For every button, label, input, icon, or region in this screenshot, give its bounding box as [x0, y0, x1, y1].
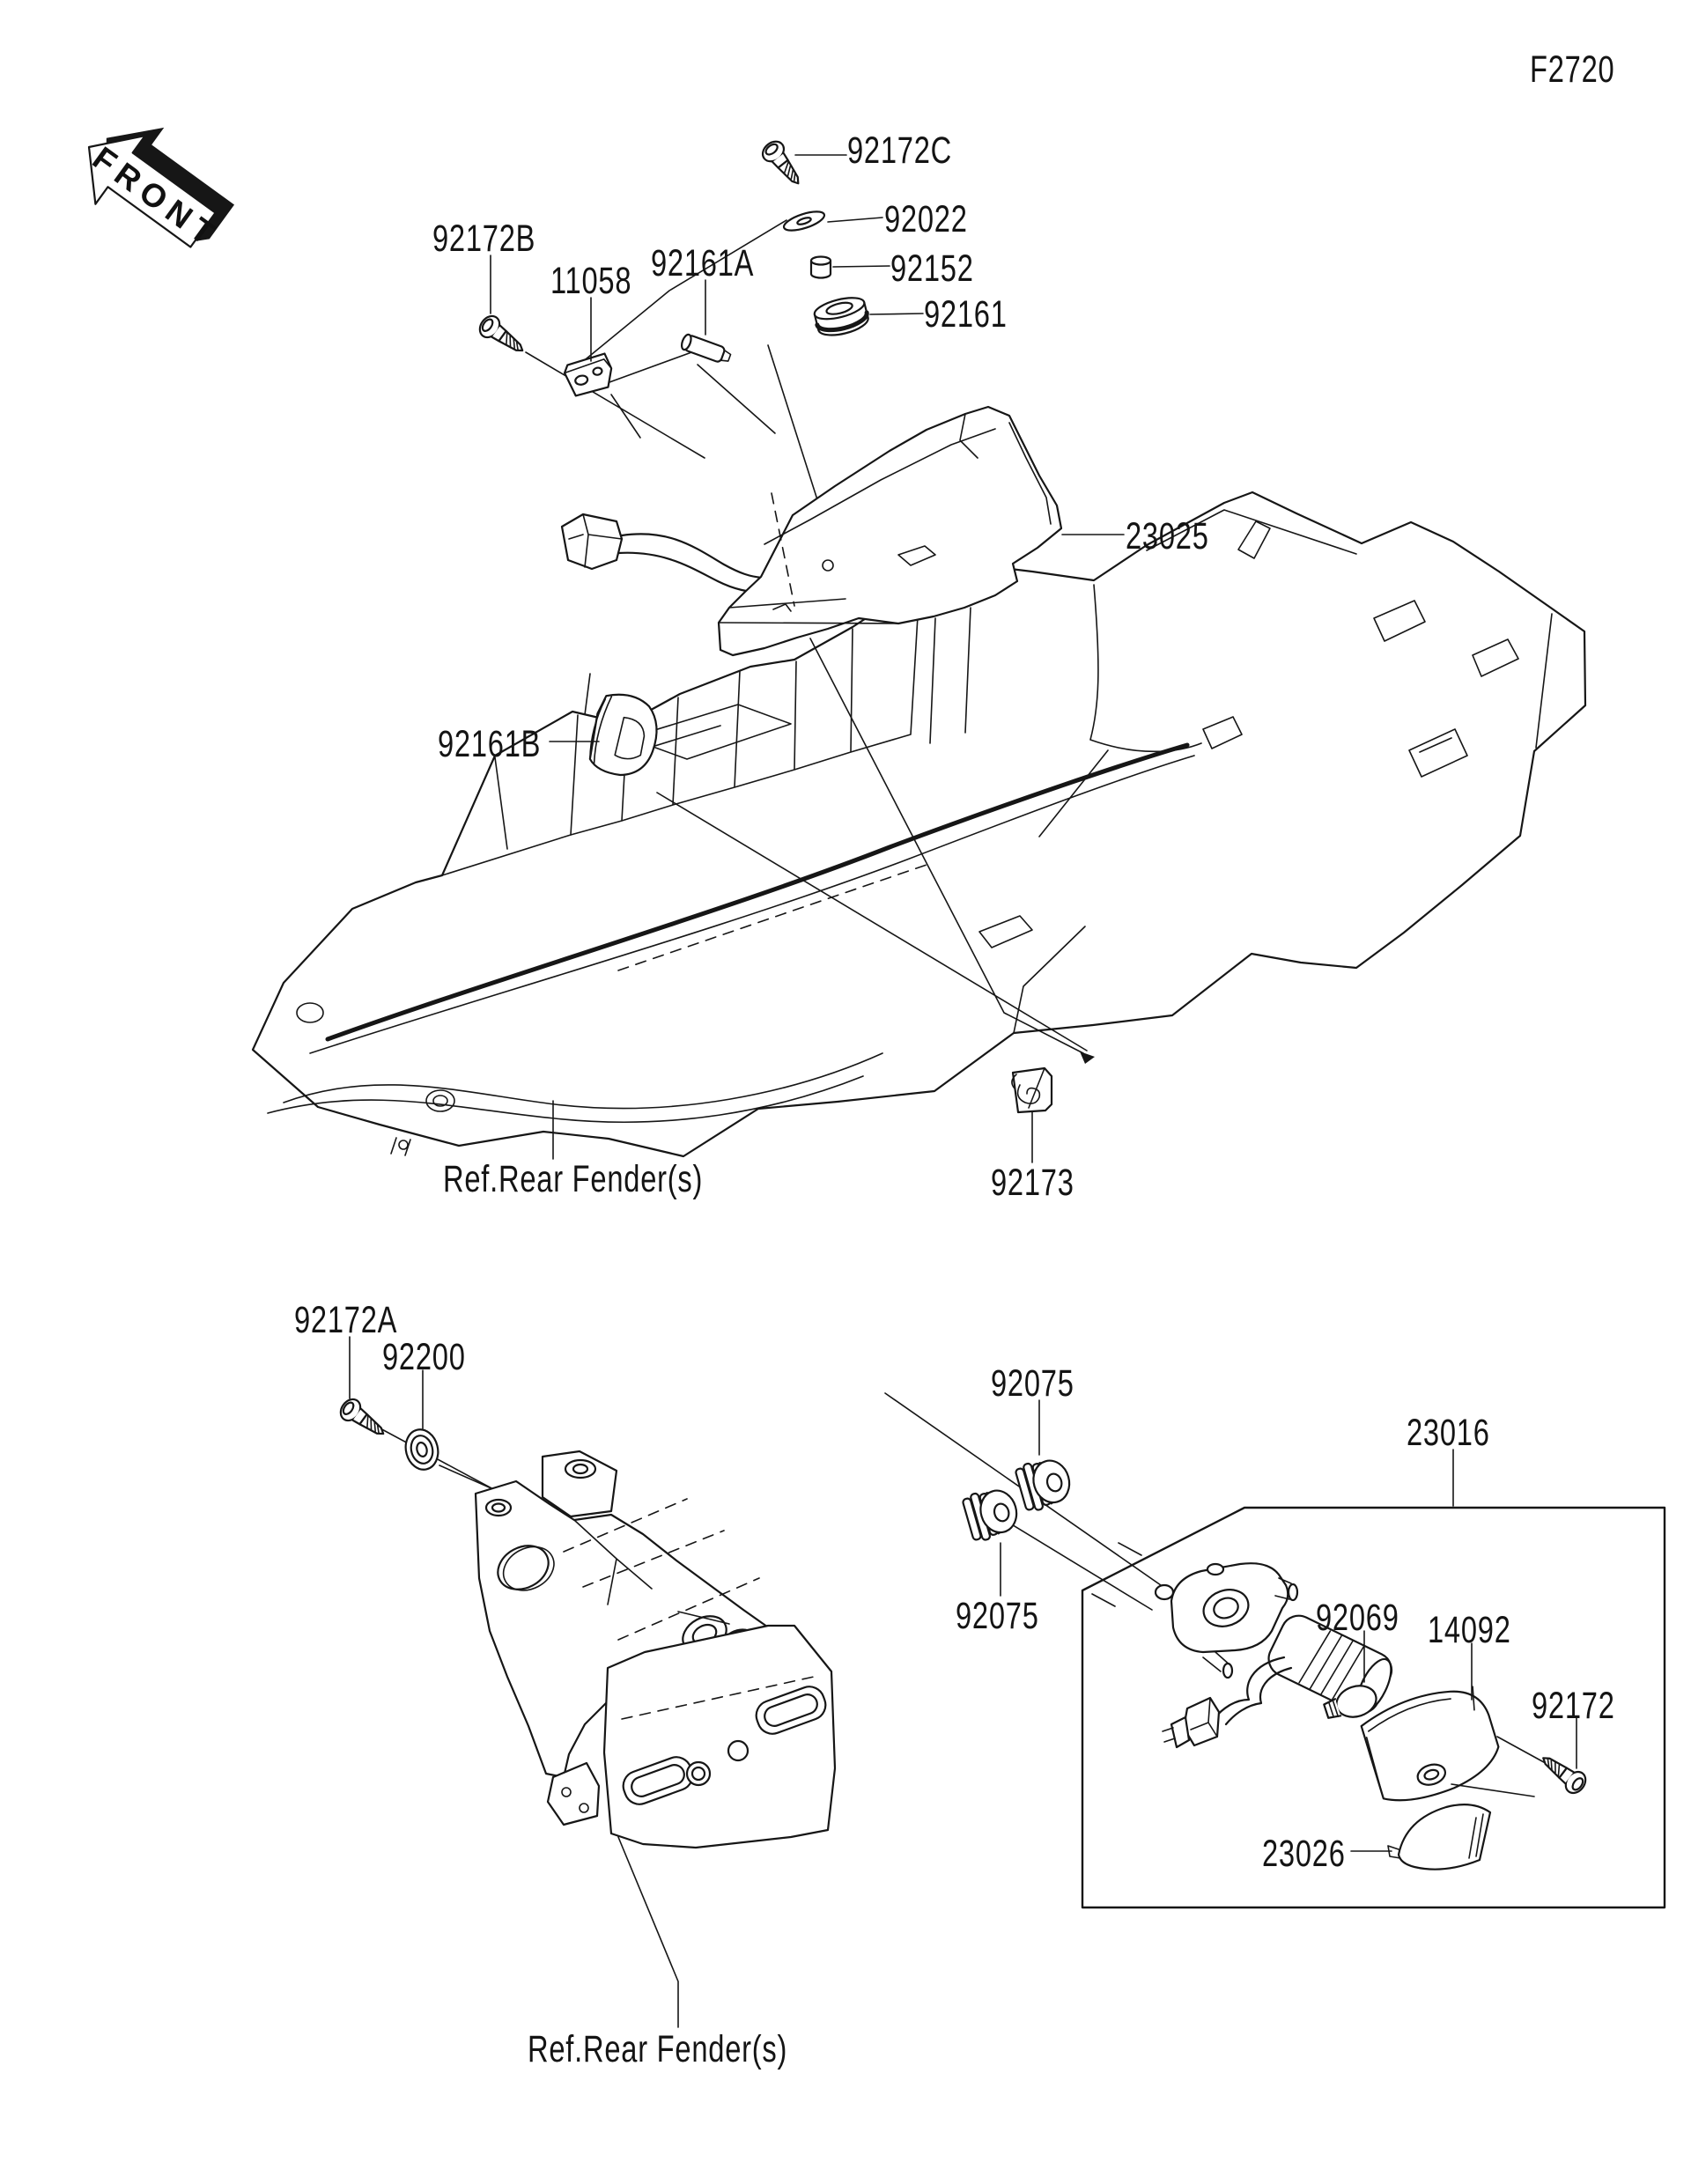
part-label-14092: 14092	[1428, 1609, 1511, 1651]
housing-screw-lines	[1451, 1736, 1553, 1797]
grommet-92075-upper-art	[1015, 1459, 1071, 1511]
washer-92022-art	[782, 210, 826, 232]
license-bracket-art	[1154, 1562, 1299, 1679]
part-label-92022: 92022	[884, 198, 968, 240]
screw-92172-art	[1535, 1747, 1591, 1798]
pin-92161A-art	[680, 333, 732, 363]
part-label-92161A: 92161A	[651, 242, 755, 284]
label-leader-lines	[349, 154, 1577, 2028]
part-label-23025: 23025	[1126, 515, 1209, 557]
bulb-92069-art	[1323, 1685, 1377, 1719]
grommet-92161-art	[813, 297, 869, 336]
ref-rear-fender-mid: Ref.Rear Fender(s)	[443, 1158, 704, 1200]
washer-92200-art	[404, 1428, 439, 1471]
part-label-92161B: 92161B	[438, 723, 542, 765]
screw-92172A-art	[336, 1394, 391, 1444]
taillight-23025-art	[560, 405, 1063, 657]
part-label-92075-upper: 92075	[991, 1362, 1074, 1405]
fender-pointer-lines	[656, 638, 1109, 1064]
part-label-92173: 92173	[991, 1162, 1074, 1204]
part-label-92172: 92172	[1532, 1685, 1615, 1727]
screw-92172B-art	[475, 311, 530, 361]
part-label-92069: 92069	[1316, 1597, 1399, 1639]
part-label-11058: 11058	[550, 260, 632, 302]
front-arrow-icon: FRONT	[86, 127, 235, 255]
connector-art	[1162, 1696, 1221, 1749]
part-label-92200: 92200	[382, 1336, 466, 1378]
grommet-92161B-art	[588, 693, 658, 777]
part-label-92172A: 92172A	[294, 1299, 398, 1341]
part-label-23026: 23026	[1262, 1833, 1346, 1875]
clip-92173-art	[1011, 1066, 1053, 1114]
bracket-11058-art	[563, 352, 613, 397]
grommet-92075-lower-art	[962, 1489, 1018, 1541]
ref-rear-fender-bottom: Ref.Rear Fender(s)	[528, 2028, 788, 2070]
part-label-23016: 23016	[1407, 1412, 1490, 1454]
housing-14092-art	[1360, 1686, 1500, 1802]
screw-92172C-art	[757, 136, 809, 192]
assembly-box-23016	[1081, 1506, 1666, 1909]
part-label-92172B: 92172B	[432, 218, 536, 260]
lens-23026-art	[1387, 1803, 1492, 1870]
collar-92152-art	[809, 255, 832, 279]
bar-axis-dashes	[1091, 1542, 1142, 1607]
part-label-92161: 92161	[924, 293, 1008, 336]
rear-fender-mid-art	[251, 491, 1587, 1158]
part-label-92075-lower: 92075	[956, 1595, 1039, 1637]
figure-code: F2720	[1530, 48, 1615, 91]
part-label-92172C: 92172C	[847, 129, 953, 172]
rear-fender-bottom-art	[474, 1450, 837, 1849]
part-label-92152: 92152	[890, 247, 974, 290]
